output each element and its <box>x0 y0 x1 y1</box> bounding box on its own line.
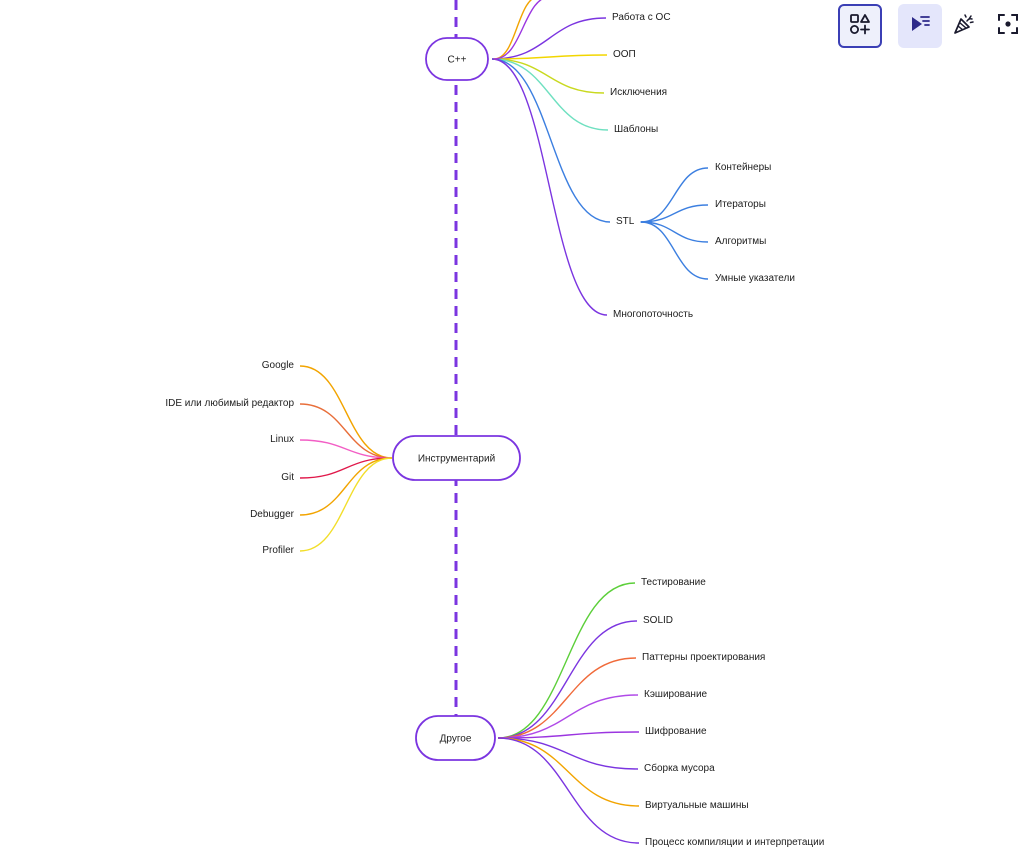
connector-stl <box>491 58 611 223</box>
hub-shape-other[interactable] <box>415 715 496 761</box>
connector-шаблоны <box>491 58 609 131</box>
focus-button[interactable] <box>986 4 1028 48</box>
node-паттерны-проектирования[interactable]: Паттерны проектирования <box>642 652 765 663</box>
connector-кэширование <box>497 694 639 739</box>
node-контейнеры[interactable]: Контейнеры <box>715 162 771 173</box>
hub-label-tools: Инструментарий <box>418 454 495 465</box>
connector-offscreen-branch <box>493 0 533 60</box>
connector-многопоточность <box>491 58 608 316</box>
select-pointer-icon <box>909 13 931 40</box>
node-многопоточность[interactable]: Многопоточность <box>613 309 693 320</box>
hub-label-other: Другое <box>440 734 472 745</box>
node-linux[interactable]: Linux <box>270 434 294 445</box>
node-работа-с-ос[interactable]: Работа с ОС <box>612 11 671 23</box>
node-тестирование[interactable]: Тестирование <box>641 577 706 588</box>
node-процесс-компиляции-и-интерпретации[interactable]: Процесс компиляции и интерпретации <box>645 837 824 848</box>
connector-контейнеры <box>640 167 709 223</box>
node-исключения[interactable]: Исключения <box>610 87 667 98</box>
hub-tools[interactable]: Инструментарий <box>392 435 521 481</box>
node-solid[interactable]: SOLID <box>643 615 673 626</box>
shapes-button[interactable] <box>838 4 882 48</box>
connector-процесс-компиляции-и-интерпретации <box>497 737 640 844</box>
connector-умные-указатели <box>640 221 709 280</box>
node-git[interactable]: Git <box>281 472 294 483</box>
connector-ide-или-любимый-редактор <box>299 403 393 459</box>
connector-solid <box>497 620 638 739</box>
focus-frame-icon <box>997 13 1019 40</box>
node-google[interactable]: Google <box>262 360 295 371</box>
node-алгоритмы[interactable]: Алгоритмы <box>715 236 766 247</box>
node-шифрование[interactable]: Шифрование <box>645 725 707 737</box>
hub-shape-tools[interactable] <box>392 435 521 481</box>
connector-debugger <box>299 457 393 516</box>
connector-сборка-мусора <box>497 737 639 770</box>
connector-виртуальные-машины <box>497 737 640 807</box>
connector-тестирование <box>497 582 636 739</box>
node-сборка-мусора[interactable]: Сборка мусора <box>644 762 715 774</box>
connector-profiler <box>299 457 393 552</box>
connector-итераторы <box>640 204 709 223</box>
hub-cpp[interactable]: C++ <box>425 37 489 81</box>
select-tool-button[interactable] <box>898 4 942 48</box>
node-ide-или-любимый-редактор[interactable]: IDE или любимый редактор <box>165 397 294 409</box>
connector-паттерны-проектирования <box>497 657 637 739</box>
connector-google <box>299 365 393 459</box>
connector-исключения <box>491 58 605 94</box>
node-итераторы[interactable]: Итераторы <box>715 199 766 210</box>
connector-git <box>299 457 393 479</box>
connector-шифрование <box>497 731 640 739</box>
node-кэширование[interactable]: Кэширование <box>644 689 708 700</box>
node-stl[interactable]: STL <box>616 216 635 227</box>
branch-connectors <box>299 0 709 844</box>
connector-алгоритмы <box>640 221 709 243</box>
node-ооп[interactable]: ООП <box>613 49 636 60</box>
hub-shape-cpp[interactable] <box>425 37 489 81</box>
node-умные-указатели[interactable]: Умные указатели <box>715 273 795 284</box>
connector-работа-с-ос <box>491 17 607 60</box>
node-profiler[interactable]: Profiler <box>262 545 294 556</box>
node-debugger[interactable]: Debugger <box>250 509 295 520</box>
connector-offscreen-branch <box>493 0 543 60</box>
connector-ооп <box>491 54 608 60</box>
celebrate-button[interactable] <box>942 4 986 48</box>
node-виртуальные-машины[interactable]: Виртуальные машины <box>645 800 749 811</box>
hub-label-cpp: C++ <box>448 55 467 66</box>
connector-linux <box>299 439 393 459</box>
party-popper-icon <box>952 12 976 41</box>
shapes-icon <box>849 13 871 40</box>
node-шаблоны[interactable]: Шаблоны <box>614 123 658 135</box>
hub-other[interactable]: Другое <box>415 715 496 761</box>
